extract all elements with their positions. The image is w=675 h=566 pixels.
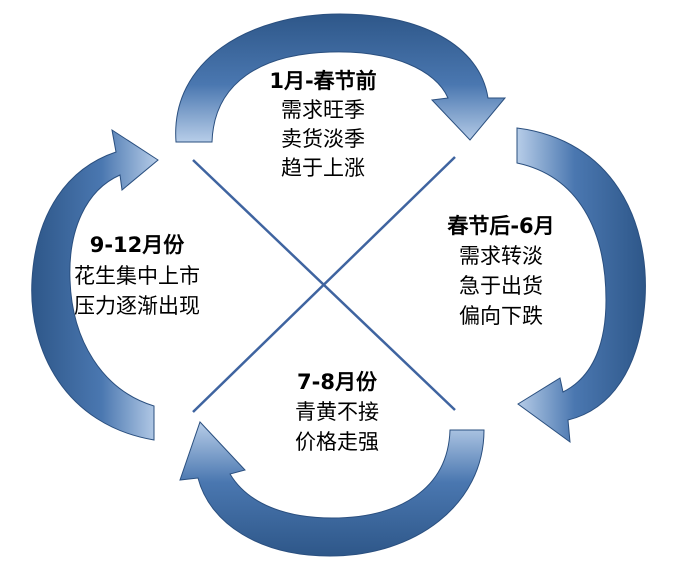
right-curved-arrow-icon (516, 127, 646, 444)
right-block-line-3: 偏向下跌 (459, 304, 543, 328)
top-text-block: 1月-春节前 需求旺季 卖货淡季 趋于上涨 (269, 69, 376, 180)
left-block-title: 9-12月份 (90, 233, 186, 257)
top-block-line-3: 趋于上涨 (281, 156, 365, 180)
bottom-block-line-2: 价格走强 (295, 430, 379, 454)
right-text-block: 春节后-6月 需求转淡 急于出货 偏向下跌 (447, 214, 554, 328)
cross-line-ascending (192, 156, 456, 413)
left-block-line-1: 花生集中上市 (74, 264, 200, 288)
bottom-curved-arrow-icon (179, 421, 485, 557)
right-block-line-2: 急于出货 (459, 274, 543, 298)
bottom-block-line-1: 青黄不接 (295, 400, 379, 424)
left-text-block: 9-12月份 花生集中上市 压力逐渐出现 (74, 233, 200, 318)
left-curved-arrow-icon (31, 128, 159, 441)
top-curved-arrow-icon (175, 13, 507, 143)
bottom-block-title: 7-8月份 (297, 370, 378, 394)
bottom-text-block: 7-8月份 青黄不接 价格走强 (295, 370, 379, 454)
top-block-line-1: 需求旺季 (281, 98, 365, 122)
top-block-line-2: 卖货淡季 (281, 127, 365, 151)
top-block-title: 1月-春节前 (269, 69, 376, 93)
right-block-line-1: 需求转淡 (459, 244, 543, 268)
left-block-line-2: 压力逐渐出现 (74, 294, 200, 318)
right-block-title: 春节后-6月 (447, 214, 554, 238)
